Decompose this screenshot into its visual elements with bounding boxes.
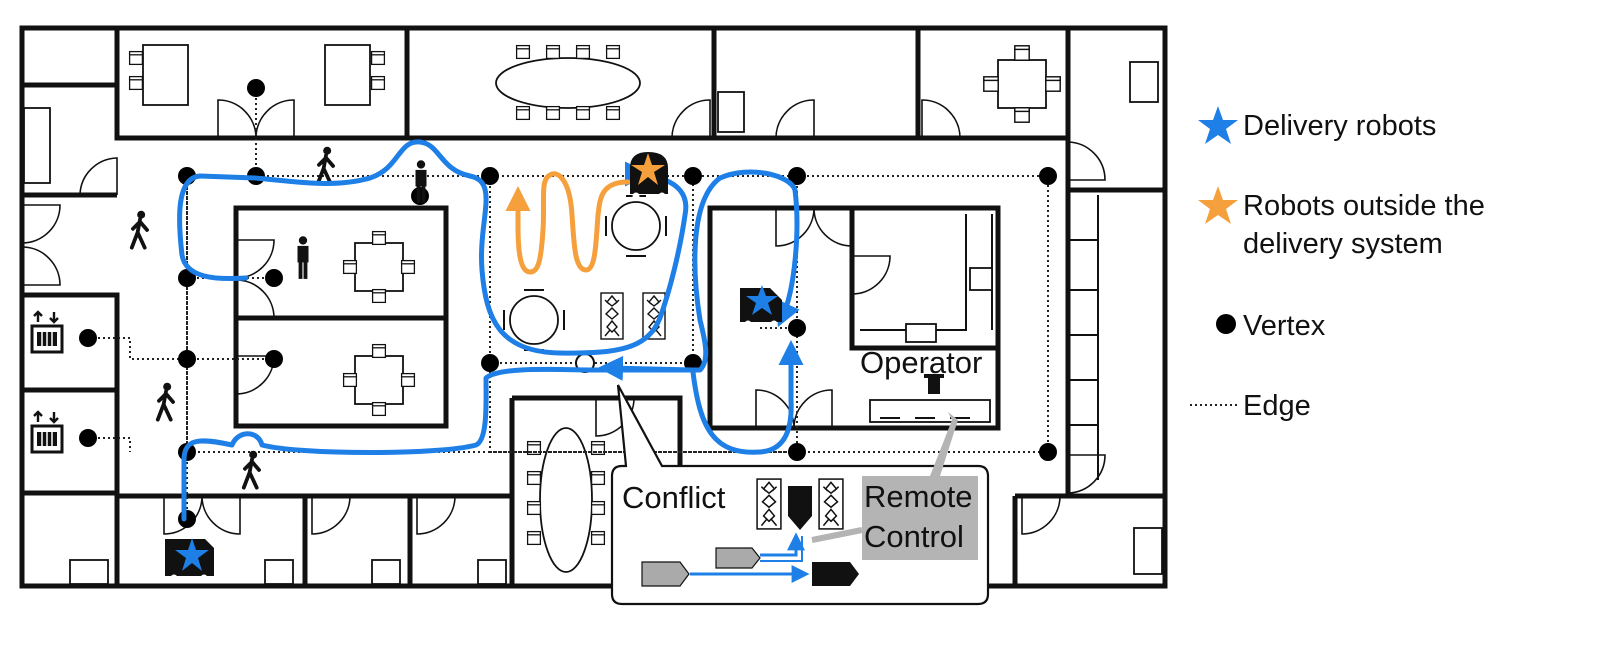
- legend-vertex-text: Vertex: [1243, 310, 1326, 342]
- legend-delivery-robots: Delivery robots: [1198, 106, 1436, 144]
- vertex-icon: [1216, 314, 1236, 334]
- blue-star-icon: [1198, 106, 1238, 144]
- vertex: [79, 429, 97, 447]
- legend-delivery-robots-text: Delivery robots: [1243, 110, 1436, 142]
- vertex: [788, 167, 806, 185]
- vertex: [265, 269, 283, 287]
- remote-control-label-line1: Remote: [864, 479, 973, 514]
- remote-robot-icon: [788, 486, 812, 530]
- vertex: [178, 269, 196, 287]
- elevator-icon: [30, 410, 64, 454]
- delivery-paths: [177, 139, 804, 522]
- walking-person-icon: [129, 210, 149, 250]
- outside-robot-path: [505, 171, 631, 275]
- vertex: [788, 319, 806, 337]
- elevator-icon: [30, 310, 64, 354]
- vertex: [481, 167, 499, 185]
- legend-outside-robots-text-line2: delivery system: [1243, 228, 1443, 260]
- vertex: [481, 354, 499, 372]
- kitchen-counters: [860, 214, 993, 423]
- vertex: [247, 79, 265, 97]
- delivery-robot-icon: [165, 538, 214, 582]
- vertex: [684, 167, 702, 185]
- conflict-callout: Conflict Remote Control: [610, 384, 990, 606]
- walking-person-icon: [155, 382, 175, 422]
- walking-person-icon: [315, 146, 335, 186]
- person-icon: [297, 236, 309, 279]
- orange-star-icon: [1198, 186, 1238, 224]
- legend: Delivery robots Robots outside the deliv…: [1190, 106, 1485, 422]
- vertex: [788, 443, 806, 461]
- conference-table-bottom: [526, 427, 606, 573]
- desk-cluster: [128, 44, 386, 106]
- robot-icon: [812, 562, 859, 586]
- operator-label: Operator: [860, 345, 982, 380]
- outside-robot-icon: [630, 152, 668, 200]
- plant-icon: [818, 478, 844, 530]
- vertex: [79, 329, 97, 347]
- legend-edge: Edge: [1190, 390, 1311, 422]
- remote-control-label-line2: Control: [864, 519, 964, 554]
- vertex: [178, 510, 196, 528]
- delivery-robot-icon: [740, 285, 782, 328]
- legend-vertex: Vertex: [1216, 310, 1326, 342]
- plant-icon: [600, 292, 666, 340]
- furniture: [23, 44, 1163, 585]
- vertex: [265, 350, 283, 368]
- lounge-tables: [503, 195, 667, 351]
- legend-outside-robots: Robots outside the delivery system: [1198, 186, 1485, 260]
- meeting-room-tables: [342, 230, 416, 417]
- conflict-label: Conflict: [622, 480, 726, 515]
- vertex: [1039, 167, 1057, 185]
- robot-icon: [641, 561, 690, 587]
- conference-table-top: [495, 44, 641, 121]
- robot-icon: [715, 547, 761, 569]
- legend-outside-robots-text-line1: Robots outside the: [1243, 190, 1485, 222]
- remote-control-box: [862, 412, 978, 560]
- vertex: [1039, 443, 1057, 461]
- legend-edge-text: Edge: [1243, 390, 1311, 422]
- vertex: [178, 350, 196, 368]
- doors: [21, 99, 1106, 535]
- walking-person-icon: [241, 450, 261, 490]
- plant-icon: [756, 478, 782, 530]
